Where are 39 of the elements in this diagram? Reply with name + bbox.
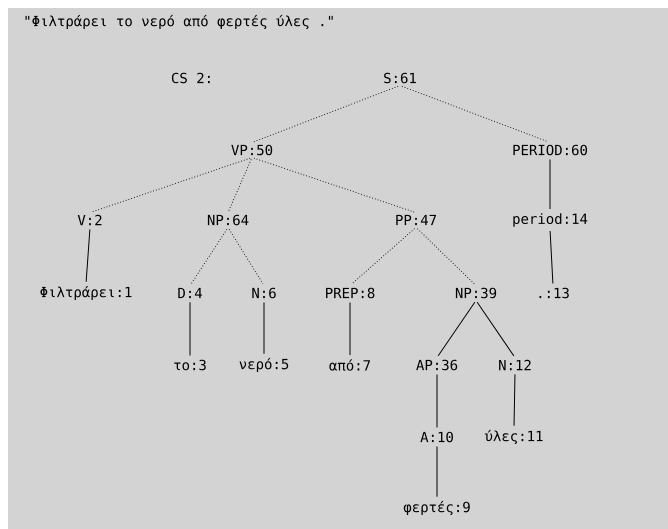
tree-branch-line bbox=[253, 158, 415, 212]
tree-node-label: A:10 bbox=[420, 432, 453, 442]
tree-node-label: PREP:8 bbox=[326, 288, 374, 298]
tree-branch-line bbox=[253, 86, 399, 142]
tree-node-label: NP:39 bbox=[456, 288, 496, 298]
sentence-title: "Φιλτράρει το νερό από φερτές ύλες ." bbox=[26, 14, 333, 30]
tree-node-label: PERIOD:60 bbox=[513, 144, 588, 156]
tree-branch-line bbox=[436, 374, 438, 428]
tree-branch-line bbox=[401, 86, 549, 142]
tree-node-label: από:7 bbox=[329, 359, 370, 371]
tree-branch-line bbox=[228, 158, 252, 212]
tree-node-label: S:61 bbox=[384, 72, 416, 84]
tree-branch-line bbox=[228, 228, 264, 284]
tree-branch-line bbox=[476, 302, 514, 356]
tree-node-label: PP:47 bbox=[396, 214, 436, 226]
tree-node-label: D:4 bbox=[178, 288, 202, 298]
tree-branch-line bbox=[86, 228, 90, 282]
tree-node-label: το:3 bbox=[174, 360, 206, 370]
tree-branch-line bbox=[190, 228, 228, 284]
tree-node-label: Φιλτράρει:1 bbox=[40, 286, 132, 300]
tree-node-label: V:2 bbox=[78, 214, 102, 226]
tree-branch-line bbox=[351, 228, 415, 285]
tree-node-label: N:12 bbox=[499, 360, 531, 370]
tree-branch-line bbox=[514, 374, 516, 426]
tree-node-label: NP:64 bbox=[208, 214, 248, 226]
tree-node-label: φερτές:9 bbox=[404, 500, 470, 516]
tree-branch-line bbox=[91, 158, 251, 212]
tree-branch-line bbox=[436, 446, 438, 498]
tree-caption: CS 2: bbox=[172, 72, 210, 84]
tree-node-label: period:14 bbox=[513, 213, 588, 227]
tree-node-label: νερό:5 bbox=[240, 358, 288, 372]
tree-node-label: .:13 bbox=[539, 288, 569, 298]
tree-branch-line bbox=[417, 228, 476, 285]
tree-node-label: N:6 bbox=[252, 288, 276, 298]
tree-branch-line bbox=[438, 302, 476, 356]
tree-node-label: VP:50 bbox=[231, 144, 272, 156]
tree-node-label: AP:36 bbox=[416, 360, 458, 370]
tree-branch-line bbox=[550, 230, 554, 284]
tree-node-label: ύλες:11 bbox=[484, 430, 543, 444]
